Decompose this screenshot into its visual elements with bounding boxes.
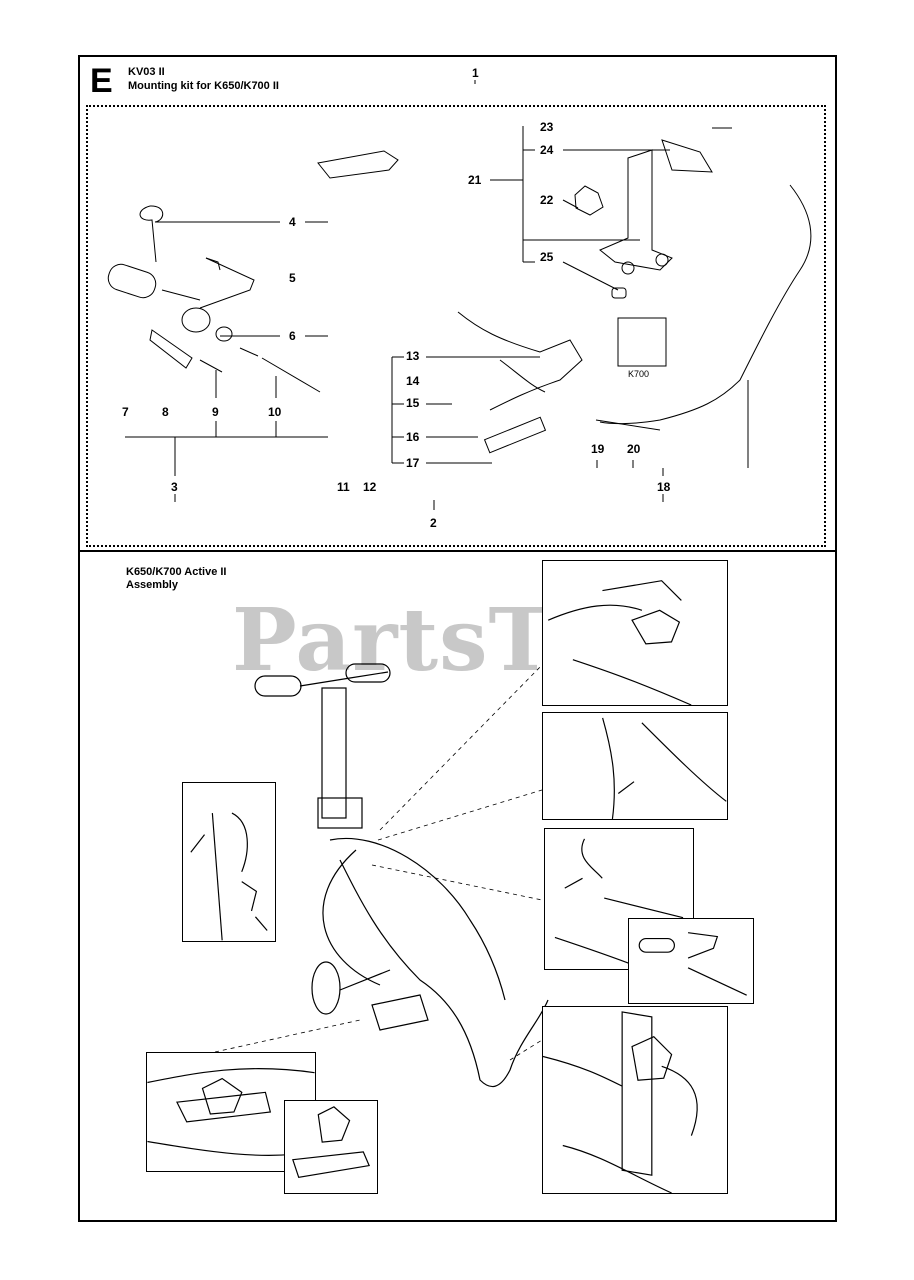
part-number-24[interactable]: 24 xyxy=(540,143,554,157)
section-divider xyxy=(78,550,837,552)
part-number-22[interactable]: 22 xyxy=(540,193,554,207)
kit-name: Mounting kit for K650/K700 II xyxy=(128,80,279,92)
part-number-2[interactable]: 2 xyxy=(430,516,437,530)
kit-parts-area xyxy=(86,105,826,547)
part-number-9[interactable]: 9 xyxy=(212,405,219,419)
part-number-10[interactable]: 10 xyxy=(268,405,282,419)
assembly-title: K650/K700 Active II xyxy=(126,566,227,578)
part-number-15[interactable]: 15 xyxy=(406,396,420,410)
diagram-frame xyxy=(78,55,837,1222)
knob-plate-drawing xyxy=(292,1106,371,1179)
part-number-4[interactable]: 4 xyxy=(289,215,296,229)
part-number-1[interactable]: 1 xyxy=(472,66,479,80)
part-number-6[interactable]: 6 xyxy=(289,329,296,343)
part-number-25[interactable]: 25 xyxy=(540,250,554,264)
part-number-23[interactable]: 23 xyxy=(540,120,554,134)
part-number-8[interactable]: 8 xyxy=(162,405,169,419)
detail-inset-knob-mount xyxy=(542,1006,728,1194)
part-number-18[interactable]: 18 xyxy=(657,480,671,494)
part-number-13[interactable]: 13 xyxy=(406,349,420,363)
detail-inset-cable xyxy=(542,712,728,820)
part-number-7[interactable]: 7 xyxy=(122,405,129,419)
kit-code: KV03 II xyxy=(128,66,165,78)
detail-inset-bracket xyxy=(182,782,276,942)
part-number-19[interactable]: 19 xyxy=(591,442,605,456)
detail-inset-knob-top xyxy=(542,560,728,706)
part-number-5[interactable]: 5 xyxy=(289,271,296,285)
handle-parts-drawing xyxy=(638,932,747,996)
part-number-11[interactable]: 11 xyxy=(337,480,350,494)
part-number-20[interactable]: 20 xyxy=(627,442,641,456)
bracket-detail-drawing xyxy=(190,812,268,941)
part-number-12[interactable]: 12 xyxy=(363,480,377,494)
part-number-3[interactable]: 3 xyxy=(171,480,178,494)
detail-inset-knob-plate xyxy=(284,1100,378,1194)
knob-mount-drawing xyxy=(543,1011,698,1193)
section-letter: E xyxy=(90,62,113,100)
detail-inset-handle-parts xyxy=(628,918,754,1004)
part-number-21[interactable]: 21 xyxy=(468,173,482,187)
cable-detail-drawing xyxy=(602,717,727,819)
knob-detail-drawing xyxy=(547,580,692,705)
part-number-16[interactable]: 16 xyxy=(406,430,420,444)
part-number-14[interactable]: 14 xyxy=(406,374,420,388)
part-number-17[interactable]: 17 xyxy=(406,456,420,470)
assembly-subtitle: Assembly xyxy=(126,579,178,591)
k700-inset-label: K700 xyxy=(628,369,650,379)
